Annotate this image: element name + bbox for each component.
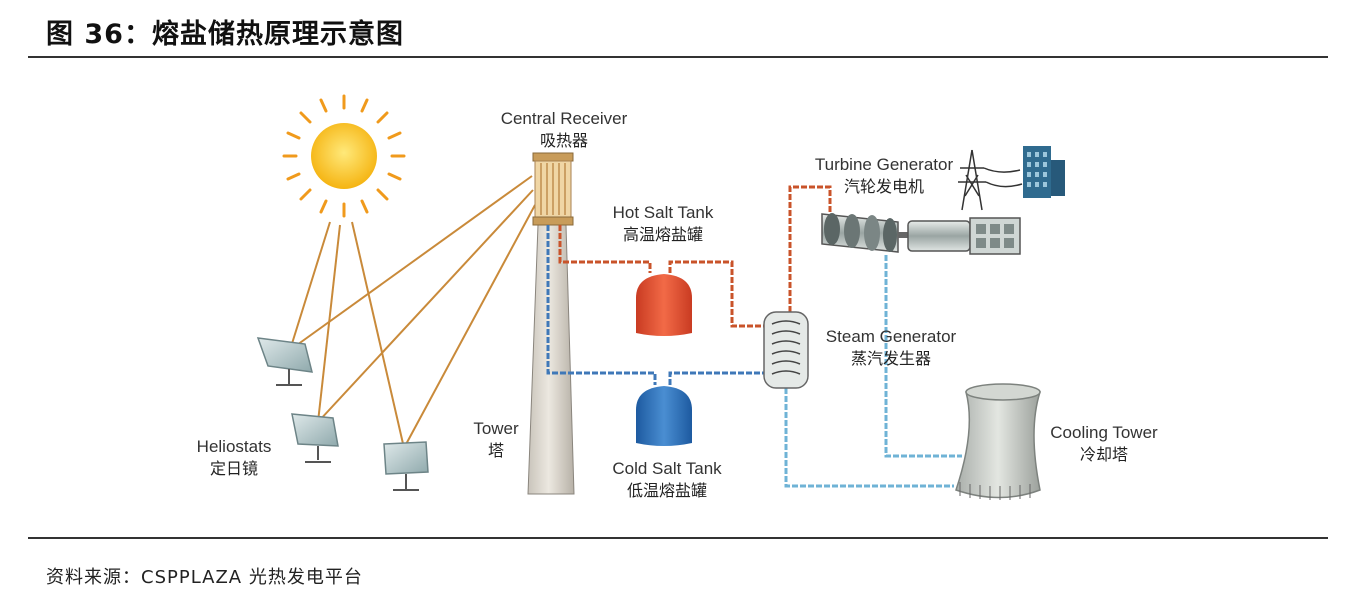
central-receiver-label: Central Receiver 吸热器 <box>484 108 644 152</box>
steam-generator-zh: 蒸汽发生器 <box>850 349 931 368</box>
central-receiver <box>532 152 574 226</box>
hot-salt-pipe <box>558 185 832 328</box>
heliostats-zh: 定日镜 <box>209 459 258 478</box>
cold-salt-tank-en: Cold Salt Tank <box>612 459 722 478</box>
hot-salt-tank-en: Hot Salt Tank <box>612 203 714 222</box>
heliostat-2 <box>291 413 339 463</box>
turbine-generator-en: Turbine Generator <box>814 155 954 174</box>
source-note: 资料来源：CSPPLAZA 光热发电平台 <box>46 567 363 588</box>
city-building-icon <box>1023 146 1065 198</box>
sun-rays <box>289 175 536 449</box>
turbine-generator <box>821 213 1021 255</box>
cooling-tower-en: Cooling Tower <box>1050 423 1158 442</box>
tower-en: Tower <box>473 419 519 438</box>
tower-label: Tower 塔 <box>460 418 532 462</box>
heliostat-3 <box>383 441 429 491</box>
steam-generator-en: Steam Generator <box>825 327 957 346</box>
central-receiver-zh: 吸热器 <box>539 131 588 150</box>
top-rule <box>28 56 1328 58</box>
hot-salt-tank-label: Hot Salt Tank 高温熔盐罐 <box>588 202 738 246</box>
tower <box>527 224 575 495</box>
cold-salt-pipe <box>546 225 772 385</box>
heliostats-en: Heliostats <box>196 437 272 456</box>
heliostat-1 <box>256 337 313 386</box>
heliostats-label: Heliostats 定日镜 <box>184 436 284 480</box>
water-pipe <box>784 255 962 488</box>
sun-icon <box>282 94 406 218</box>
turbine-generator-label: Turbine Generator 汽轮发电机 <box>804 154 964 198</box>
power-line-tower-icon <box>958 149 1023 211</box>
hot-salt-tank-zh: 高温熔盐罐 <box>622 225 703 244</box>
cooling-tower-zh: 冷却塔 <box>1079 445 1128 464</box>
cooling-tower-label: Cooling Tower 冷却塔 <box>1036 422 1172 466</box>
cold-salt-tank <box>636 386 692 446</box>
cold-salt-tank-zh: 低温熔盐罐 <box>626 481 707 500</box>
tower-zh: 塔 <box>487 441 504 460</box>
figure-title: 图 36：熔盐储热原理示意图 <box>46 19 404 50</box>
cold-salt-tank-label: Cold Salt Tank 低温熔盐罐 <box>594 458 740 502</box>
hot-salt-tank <box>636 274 692 336</box>
turbine-generator-zh: 汽轮发电机 <box>843 177 924 196</box>
cooling-tower <box>955 383 1041 500</box>
bottom-rule <box>28 537 1328 539</box>
steam-generator <box>763 311 809 389</box>
central-receiver-en: Central Receiver <box>500 109 628 128</box>
steam-generator-label: Steam Generator 蒸汽发生器 <box>810 326 972 370</box>
